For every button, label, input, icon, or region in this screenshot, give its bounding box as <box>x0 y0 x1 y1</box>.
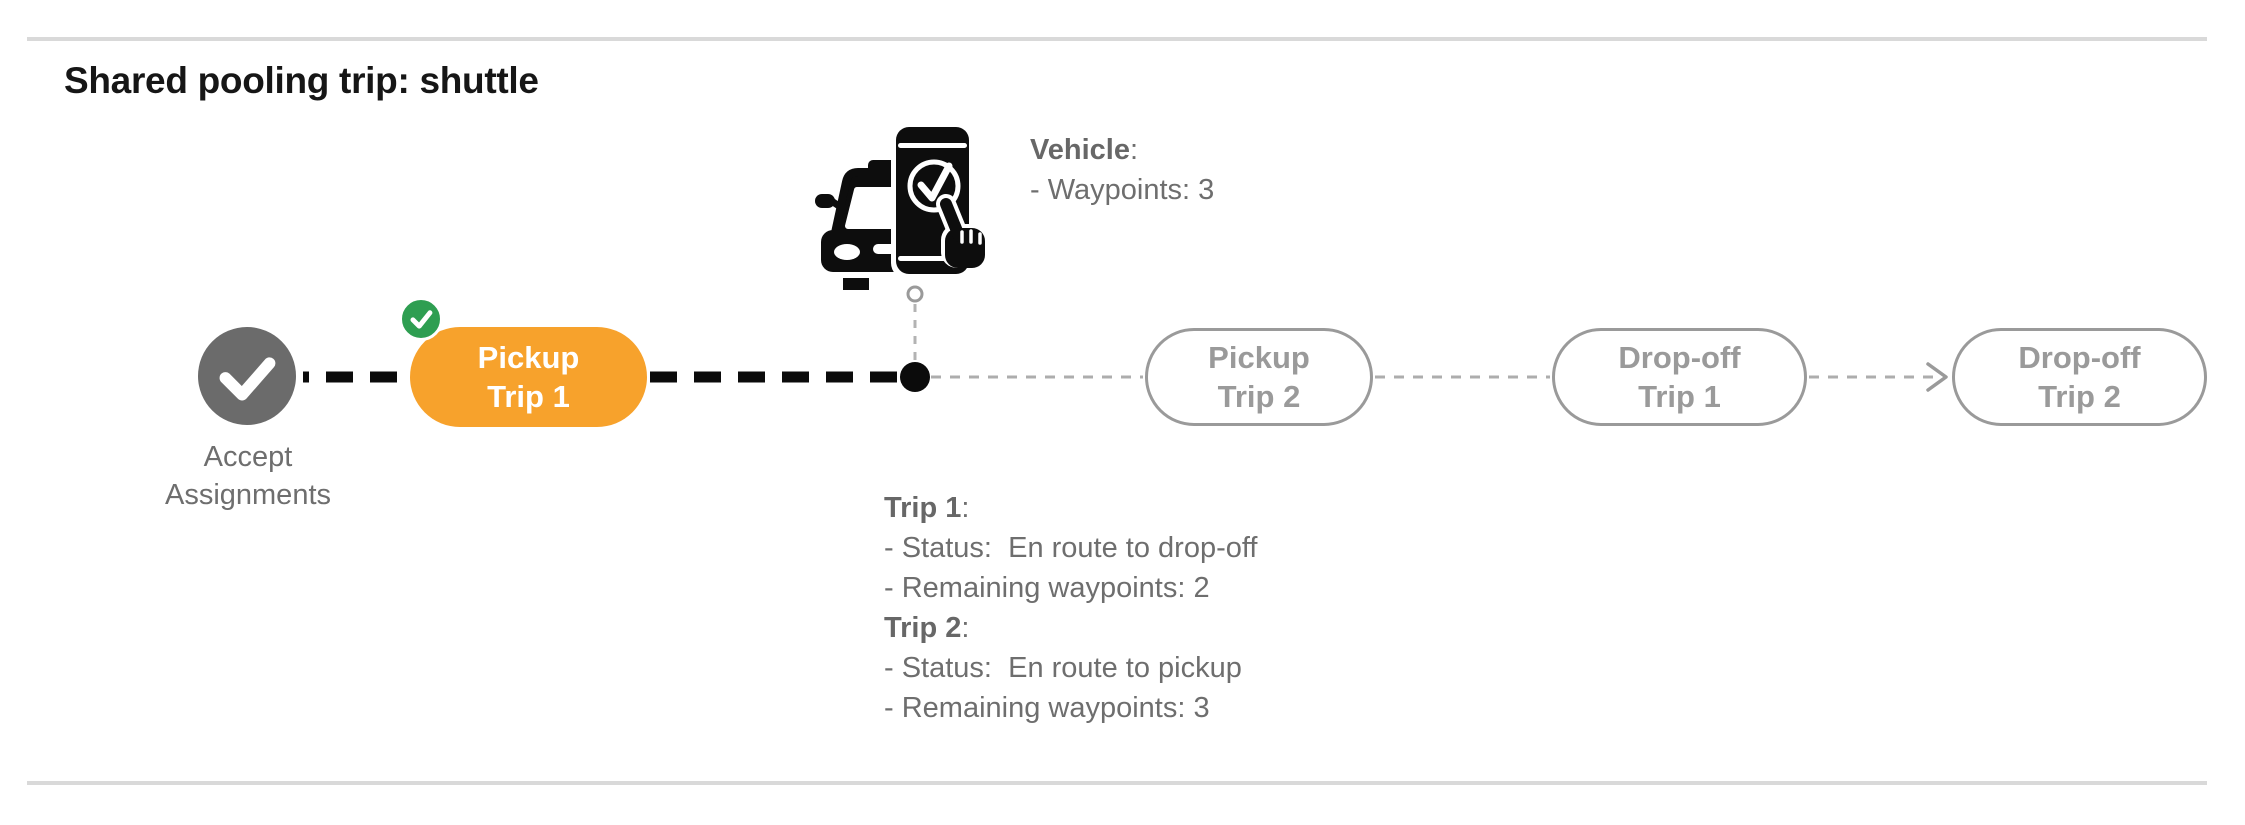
accept-assignments-label: Accept Assignments <box>164 441 331 511</box>
trip2-title: Trip 2: <box>884 612 970 644</box>
vehicle-info: Vehicle: - Waypoints: 3 <box>1030 130 1214 210</box>
trip-info: Trip 1: - Status: En route to drop-off -… <box>884 488 1257 728</box>
trip1-waypoints: - Remaining waypoints: 2 <box>884 572 1210 604</box>
accept-assignments-node <box>198 327 296 425</box>
node-dropoff-trip-2: Drop-off Trip 2 <box>1952 328 2207 426</box>
completed-check-badge <box>399 297 443 341</box>
car-mirror <box>815 194 835 208</box>
trip1-title: Trip 1: <box>884 492 970 524</box>
node-pickup-trip-2: Pickup Trip 2 <box>1145 328 1373 426</box>
arrowhead-icon <box>1926 362 1948 392</box>
trip2-waypoints: - Remaining waypoints: 3 <box>884 692 1210 724</box>
check-icon <box>410 310 433 329</box>
page-title: Shared pooling trip: shuttle <box>64 60 539 101</box>
node-label: Pickup Trip 2 <box>1208 340 1310 414</box>
bottom-divider <box>27 781 2207 785</box>
vehicle-info-title: Vehicle: <box>1030 134 1139 166</box>
node-label: Drop-off Trip 1 <box>1618 340 1741 414</box>
car-wheel <box>843 278 869 290</box>
node-label: Pickup Trip 1 <box>477 340 580 414</box>
top-divider <box>27 37 2207 41</box>
trip2-status: - Status: En route to pickup <box>884 652 1242 684</box>
car-windshield <box>845 187 898 229</box>
hand-finger <box>940 198 965 242</box>
current-position-dot <box>900 362 930 392</box>
check-icon <box>917 162 953 202</box>
car-phone-tap-check-icon <box>815 122 989 290</box>
node-label: Drop-off Trip 2 <box>2018 340 2141 414</box>
check-icon <box>219 357 276 401</box>
small-ring-icon <box>906 285 924 303</box>
node-dropoff-trip-1: Drop-off Trip 1 <box>1552 328 1807 426</box>
car-headlight <box>834 244 860 260</box>
vehicle-info-line: - Waypoints: 3 <box>1030 174 1215 206</box>
trip1-status: - Status: En route to drop-off <box>884 532 1258 564</box>
node-pickup-trip-1: Pickup Trip 1 <box>410 327 647 427</box>
